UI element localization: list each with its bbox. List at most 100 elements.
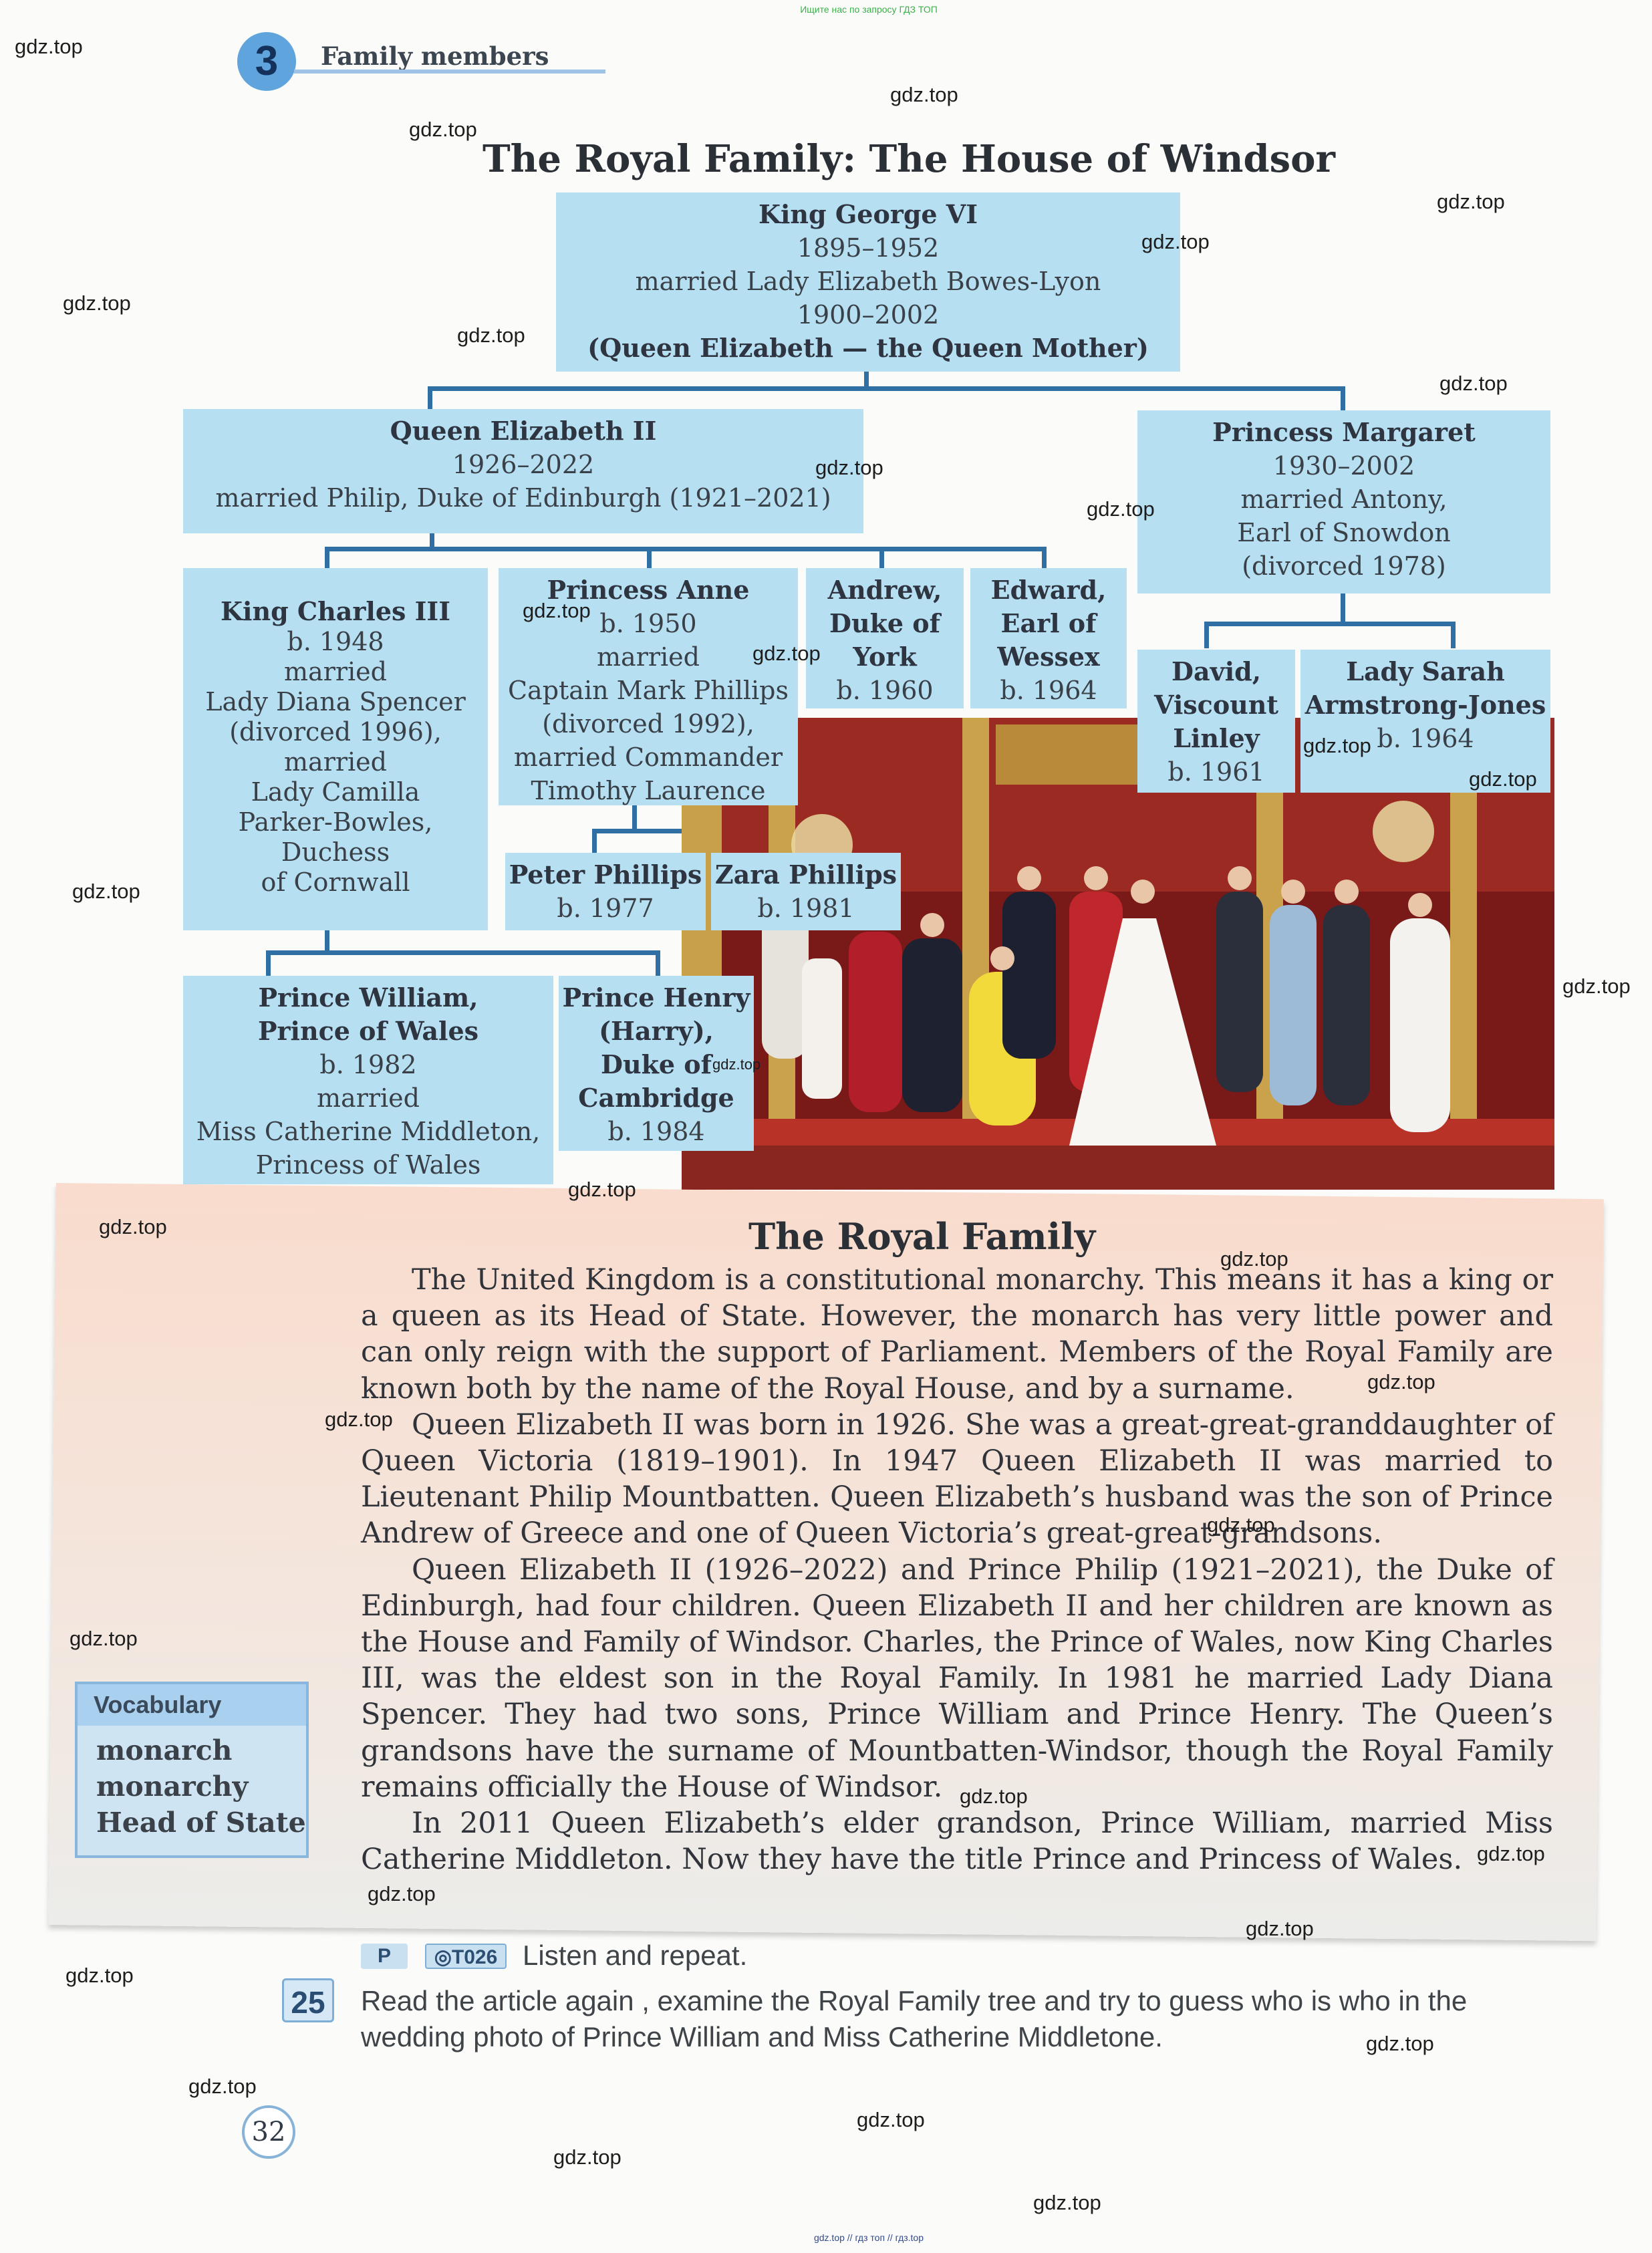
vocabulary-item: Head of State (96, 1807, 306, 1839)
person-born: b. 1964 (1000, 676, 1097, 705)
person-name: Prince Henry (562, 982, 750, 1013)
person-divorce: (divorced 1978) (1242, 551, 1446, 581)
person-box-david-linley: David, Viscount Linley b. 1961 (1137, 650, 1295, 793)
watermark: gdz.top (72, 880, 140, 903)
person-box-zara-phillips: Zara Phillips b. 1981 (711, 853, 901, 930)
vocabulary-item: monarchy (96, 1770, 249, 1803)
task-instruction: Read the article again , examine the Roy… (361, 1985, 1468, 2016)
watermark: gdz.top (409, 118, 477, 141)
watermark: gdz.top (368, 1882, 436, 1905)
task-number: 25 (282, 1978, 334, 2022)
person-name: Prince of Wales (257, 1016, 479, 1046)
p-badge: P (361, 1944, 408, 1969)
person-born: b. 1961 (1167, 757, 1265, 787)
watermark: gdz.top (63, 291, 131, 315)
watermark: gdz.top (752, 642, 821, 665)
person-born: b. 1981 (757, 894, 855, 923)
watermark: gdz.top (1141, 230, 1210, 253)
connector (430, 533, 434, 551)
task-instruction: wedding photo of Prince William and Miss… (361, 2021, 1163, 2052)
person-name: Andrew, (827, 575, 942, 605)
person-detail: b. 1948 (287, 627, 384, 656)
person-detail: married Commander (513, 743, 783, 772)
person-detail: (divorced 1996), (229, 717, 442, 747)
person-name: Peter Phillips (509, 859, 702, 890)
person-name: King Charles III (221, 596, 450, 626)
watermark: gdz.top (960, 1784, 1028, 1808)
connector (1341, 593, 1345, 624)
watermark: gdz.top (1437, 190, 1505, 213)
person-born: b. 1984 (607, 1117, 705, 1146)
spouse-title: (Queen Elizabeth — the Queen Mother) (587, 333, 1149, 363)
page-number: 32 (242, 2105, 295, 2159)
article-paragraph: Queen Elizabeth II was born in 1926. She… (361, 1408, 1553, 1551)
person-detail: Lady Camilla (251, 777, 420, 807)
connector (592, 829, 597, 853)
watermark: gdz.top (1246, 1917, 1314, 1940)
watermark: gdz.top (815, 456, 883, 479)
person-box-king-charles: King Charles III b. 1948 married Lady Di… (183, 568, 488, 930)
watermark: gdz.top (1562, 974, 1631, 998)
connector (1341, 386, 1345, 410)
person-box-king-george: King George VI 1895–1952 married Lady El… (556, 192, 1180, 372)
person-marriage: married Lady Elizabeth Bowes-Lyon (635, 267, 1101, 296)
watermark: gdz.top (1033, 2191, 1101, 2214)
connector (1204, 622, 1209, 648)
person-years: 1930–2002 (1272, 451, 1415, 481)
watermark: gdz.top (857, 2108, 925, 2131)
person-name: Prince William, (258, 982, 478, 1013)
tree-title: The Royal Family: The House of Windsor (483, 137, 1335, 181)
watermark: gdz.top (1087, 497, 1155, 521)
watermark: gdz.top (457, 323, 525, 347)
person-name: Edward, (990, 575, 1107, 605)
connector (325, 930, 329, 954)
watermark: gdz.top (712, 1056, 761, 1073)
watermark: gdz.top (188, 2075, 257, 2098)
person-detail: of Cornwall (261, 868, 410, 897)
person-born: b. 1982 (319, 1050, 417, 1079)
person-name: David, (1172, 656, 1261, 686)
person-detail: b. 1950 (599, 609, 697, 638)
person-box-princess-margaret: Princess Margaret 1930–2002 married Anto… (1137, 410, 1550, 593)
article-paragraph: Queen Elizabeth II (1926–2022) and Princ… (361, 1553, 1553, 1804)
watermark: gdz.top (568, 1178, 636, 1201)
vocabulary-item: monarch (96, 1734, 233, 1766)
audio-track-badge[interactable]: ◎T026 (425, 1944, 507, 1969)
person-box-peter-phillips: Peter Phillips b. 1977 (505, 853, 706, 930)
person-born: b. 1977 (557, 894, 654, 923)
connector (656, 950, 660, 976)
person-box-prince-william: Prince William, Prince of Wales b. 1982 … (183, 976, 553, 1184)
watermark: gdz.top (99, 1215, 167, 1238)
person-box-princess-anne: Princess Anne b. 1950 married Captain Ma… (499, 568, 798, 805)
article-title: The Royal Family (748, 1215, 1096, 1258)
vocabulary-heading: Vocabulary (78, 1684, 306, 1726)
person-name: Queen Elizabeth II (390, 416, 657, 446)
person-born: b. 1960 (836, 676, 934, 705)
person-name: Cambridge (578, 1083, 734, 1113)
person-detail: Captain Mark Phillips (507, 676, 789, 705)
connector (647, 547, 652, 569)
person-box-prince-henry: Prince Henry (Harry), Duke of Cambridge … (559, 976, 754, 1151)
watermark: gdz.top (1207, 1513, 1275, 1537)
top-note: Ищите нас по запросу ГДЗ ТОП (800, 4, 938, 15)
connector (1042, 547, 1047, 569)
person-name: Linley (1173, 723, 1260, 753)
connector (325, 547, 1047, 551)
person-name: Lady Sarah (1346, 656, 1505, 686)
connector (632, 805, 637, 832)
person-born: b. 1964 (1377, 724, 1474, 753)
person-box-queen-elizabeth: Queen Elizabeth II 1926–2022 married Phi… (183, 409, 863, 533)
person-box-lady-sarah: Lady Sarah Armstrong-Jones b. 1964 (1300, 650, 1550, 793)
watermark: gdz.top (523, 599, 591, 622)
person-marriage: married (317, 1083, 420, 1113)
watermark: gdz.top (1220, 1247, 1288, 1271)
watermark: gdz.top (65, 1964, 134, 1987)
person-detail: (divorced 1992), (542, 709, 754, 739)
unit-number-badge: 3 (237, 32, 296, 91)
connector (428, 386, 432, 410)
person-name: Earl of (1000, 608, 1097, 638)
listen-instruction: Listen and repeat. (523, 1940, 748, 1971)
person-name: Zara Phillips (714, 859, 898, 890)
connector (1451, 622, 1456, 648)
person-name: Wessex (997, 642, 1100, 672)
